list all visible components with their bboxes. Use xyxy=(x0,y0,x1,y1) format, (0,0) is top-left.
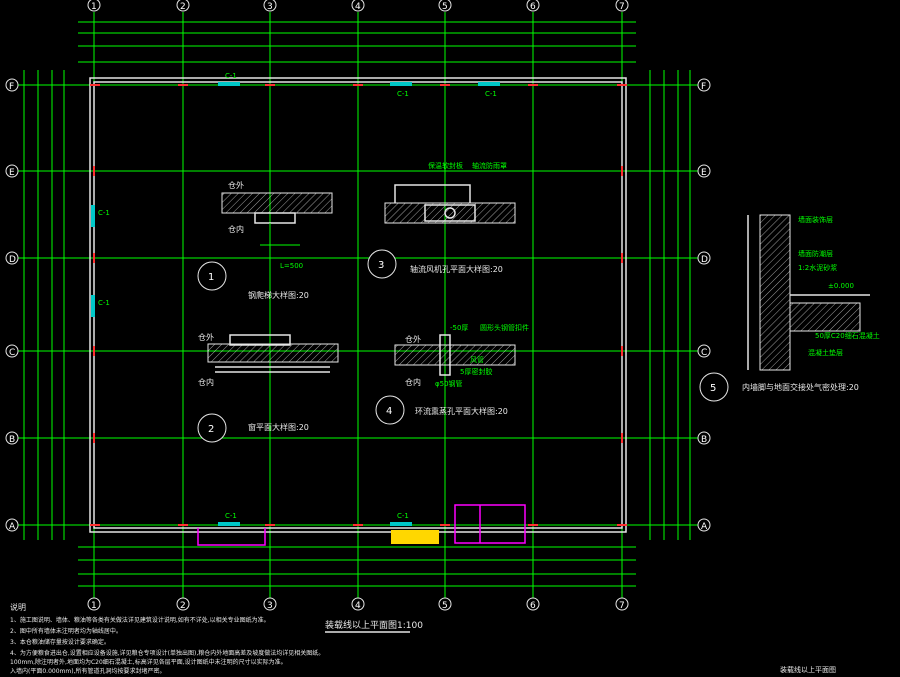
d4-title: 环流熏蒸孔平面大样图:20 xyxy=(415,406,508,416)
detail-5-wall-base: 墙面装饰层 墙面防潮层 1:2水泥砂浆 ±0.000 50厚C20细石混凝土 混… xyxy=(699,214,880,402)
entrance-annex xyxy=(197,504,526,546)
d5-label2: 墙面防潮层 xyxy=(798,249,833,258)
svg-text:C: C xyxy=(701,348,707,358)
notes-line: 1、施工图说明、墙体、粮油等各类有关做法详见建筑设计说明,如有不详处,以相关专业… xyxy=(10,616,270,624)
corner-caption: 装载线以上平面图 xyxy=(780,665,836,674)
detail-4-fumigation: -50厚 圆形头钢管扣件 仓外 仓内 风管 5厚密封胶 φ50钢管 4 环流熏蒸… xyxy=(375,323,529,425)
d4-label1: -50厚 xyxy=(450,324,468,332)
detail-2-window: 仓外 仓内 2 窗平面大样图:20 xyxy=(197,332,339,443)
d4-label3: 风管 xyxy=(470,355,484,364)
svg-text:4: 4 xyxy=(355,601,361,611)
svg-text:5: 5 xyxy=(442,601,448,611)
svg-text:D: D xyxy=(9,255,16,265)
svg-text:E: E xyxy=(9,168,15,178)
svg-text:A: A xyxy=(701,522,708,532)
d4-label2: 圆形头钢管扣件 xyxy=(480,323,529,332)
d2-in-label: 仓内 xyxy=(198,377,214,387)
left-axis-bubbles: F E D C B A xyxy=(5,78,19,532)
d3-label2: 轴流防雨罩 xyxy=(472,161,507,170)
d5-label1: 墙面装饰层 xyxy=(798,215,833,224)
window-label: C-1 xyxy=(225,512,237,520)
notes-line: 100mm,除注明者外,地面均为C20细石混凝土,标高详见各层平面,设计图纸中未… xyxy=(10,658,287,666)
window-label: C-1 xyxy=(98,209,110,217)
svg-text:C: C xyxy=(9,348,15,358)
svg-text:6: 6 xyxy=(530,601,536,611)
grid-lines-horizontal xyxy=(14,84,700,526)
d1-dim: L=500 xyxy=(280,262,303,270)
svg-text:3: 3 xyxy=(267,601,273,611)
window-label: C-1 xyxy=(485,90,497,98)
notes-block: 说明 1、施工图说明、墙体、粮油等各类有关做法详见建筑设计说明,如有不详处,以相… xyxy=(10,602,324,675)
window-label: C-1 xyxy=(225,72,237,80)
detail-1-ladder: 仓外 仓内 L=500 1 钢爬梯大样图:20 xyxy=(197,180,333,300)
svg-text:7: 7 xyxy=(619,601,625,611)
d5-label5: 50厚C20细石混凝土 xyxy=(815,331,880,340)
d2-title: 窗平面大样图:20 xyxy=(248,422,309,432)
svg-text:F: F xyxy=(9,82,14,92)
ramp-stairs xyxy=(391,530,439,544)
d5-number: 5 xyxy=(710,383,716,394)
d4-number: 4 xyxy=(386,406,392,417)
d4-label5: φ50钢管 xyxy=(435,379,463,388)
d1-number: 1 xyxy=(208,272,214,283)
svg-text:3: 3 xyxy=(267,2,273,12)
top-dimension-lines xyxy=(78,21,636,63)
svg-text:E: E xyxy=(701,168,707,178)
notes-line: 3、本仓粮油储存量按设计要求确定。 xyxy=(10,638,110,646)
svg-text:4: 4 xyxy=(355,2,361,12)
d1-title: 钢爬梯大样图:20 xyxy=(248,290,309,300)
right-axis-bubbles: F E D C B A xyxy=(697,78,711,532)
grid-lines-vertical xyxy=(93,12,623,600)
d4-out-label: 仓外 xyxy=(405,334,421,344)
d3-title: 轴流风机孔平面大样图:20 xyxy=(410,264,503,274)
svg-text:2: 2 xyxy=(180,2,186,12)
svg-text:B: B xyxy=(9,435,15,445)
svg-text:1: 1 xyxy=(91,2,97,12)
d5-label3: 1:2水泥砂浆 xyxy=(798,263,837,272)
top-axis-bubbles: 1 2 3 4 5 6 7 xyxy=(87,0,629,12)
d2-number: 2 xyxy=(208,424,214,435)
svg-text:A: A xyxy=(9,522,16,532)
notes-line: 2、图中所有墙体未注明者均为轴线居中。 xyxy=(10,627,122,635)
d1-out-label: 仓外 xyxy=(228,180,244,190)
notes-line: 入墙内(平面0.000mm),所有管道孔洞均按要求封堵严密。 xyxy=(10,667,165,675)
svg-text:5: 5 xyxy=(442,2,448,12)
svg-text:B: B xyxy=(701,435,707,445)
notes-heading: 说明 xyxy=(10,602,26,612)
svg-text:6: 6 xyxy=(530,2,536,12)
column-markers xyxy=(90,84,627,526)
d4-in-label: 仓内 xyxy=(405,377,421,387)
notes-line: 4、为方便粮食进出仓,设置相应设备设施,详见粮仓专项设计(单独出图),粮仓内外地… xyxy=(10,649,324,657)
d2-out-label: 仓外 xyxy=(198,332,214,342)
svg-text:F: F xyxy=(701,82,706,92)
window-label: C-1 xyxy=(397,512,409,520)
d5-label6: 混凝土垫层 xyxy=(808,348,843,357)
svg-text:7: 7 xyxy=(619,2,625,12)
detail-3-fan: 保温软封板 轴流防雨罩 3 轴流风机孔平面大样图:20 xyxy=(367,161,516,279)
window-openings xyxy=(91,82,500,526)
svg-text:2: 2 xyxy=(180,601,186,611)
bottom-axis-bubbles: 1 2 3 4 5 6 7 xyxy=(87,597,629,611)
window-label: C-1 xyxy=(397,90,409,98)
svg-text:D: D xyxy=(701,255,708,265)
d1-in-label: 仓内 xyxy=(228,224,244,234)
d3-label1: 保温软封板 xyxy=(428,161,463,170)
plan-title: 装载线以上平面图1:100 xyxy=(325,619,423,631)
window-label: C-1 xyxy=(98,299,110,307)
d5-label4: ±0.000 xyxy=(828,282,854,290)
side-dimension-lines xyxy=(23,70,691,540)
d4-label4: 5厚密封胶 xyxy=(460,367,492,376)
svg-text:1: 1 xyxy=(91,601,97,611)
d5-title: 内墙脚与地面交接处气密处理:20 xyxy=(742,382,859,392)
bottom-dimension-lines xyxy=(78,546,636,587)
d3-number: 3 xyxy=(378,260,384,271)
